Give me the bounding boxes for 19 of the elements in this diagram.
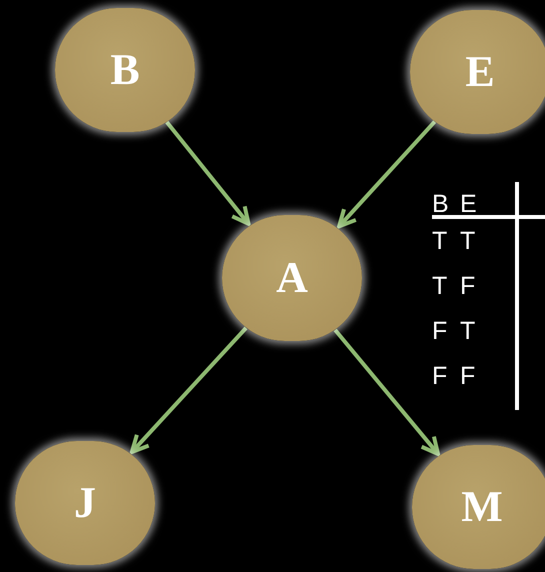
arrow (337, 120, 436, 228)
arrow (334, 328, 440, 456)
table-cell-text: T (432, 271, 448, 302)
node-label: B (110, 48, 140, 92)
table-cell-text: F (432, 316, 448, 347)
node-label: A (276, 256, 308, 300)
table-cell-text: F (460, 361, 476, 392)
node-label: M (461, 485, 503, 529)
table-cell-text: B (432, 189, 450, 219)
table-cell-text: E (460, 189, 478, 219)
table-cell-text: T (432, 226, 448, 257)
arrow (130, 326, 248, 454)
table-cell-text: F (432, 361, 448, 392)
table-cell-text: T (460, 226, 476, 257)
table-cell-text: F (460, 271, 476, 302)
arrow (165, 120, 250, 226)
node-label: E (465, 50, 495, 94)
node-label: J (74, 481, 96, 525)
table-cell-text: T (460, 316, 476, 347)
